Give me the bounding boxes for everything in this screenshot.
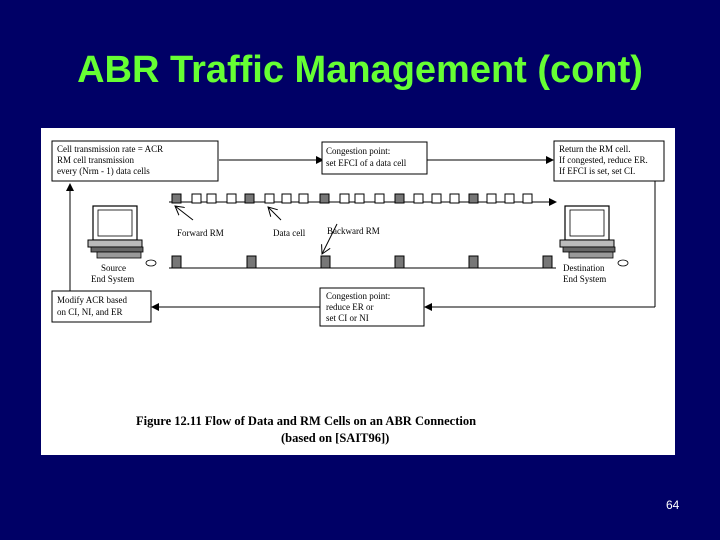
backward-rm-cell [468, 255, 479, 269]
figure-caption-line-2: (based on [SAIT96]) [281, 431, 389, 445]
data-cell-pointer [268, 207, 282, 221]
congestion-bottom-line-2: reduce ER or [326, 302, 373, 312]
data-cell [354, 193, 365, 204]
source-label-line-1: Source [101, 263, 126, 273]
destination-computer-icon [559, 205, 629, 267]
destination-label-line-1: Destination [563, 263, 605, 273]
backward-rm-label: Backward RM [327, 226, 380, 236]
rm-cell [394, 193, 405, 204]
congestion-bottom-line-1: Congestion point: [326, 291, 390, 301]
data-cell [264, 193, 275, 204]
rm-cell [244, 193, 255, 204]
data-cell [281, 193, 292, 204]
data-cell [431, 193, 442, 204]
figure-panel: Cell transmission rate = ACR RM cell tra… [41, 128, 675, 455]
backward-rm-cell [246, 255, 257, 269]
destination-label-line-2: End System [563, 274, 606, 284]
data-cell-label: Data cell [273, 228, 306, 238]
figure-caption-line-1: Figure 12.11 Flow of Data and RM Cells o… [136, 414, 476, 428]
rm-cell [468, 193, 479, 204]
source-computer-icon [87, 205, 157, 267]
slide-title: ABR Traffic Management (cont) [77, 49, 643, 91]
backward-rm-cell [171, 255, 182, 269]
rm-cell [171, 193, 182, 204]
data-cell [298, 193, 309, 204]
data-cell [374, 193, 385, 204]
source-rate-box: Cell transmission rate = ACR RM cell tra… [51, 140, 219, 182]
destination-line-1: Return the RM cell. [559, 144, 631, 154]
congestion-top-line-1: Congestion point: [326, 146, 390, 156]
upper-cell-stream [171, 193, 533, 204]
backward-rm-cell [542, 255, 553, 269]
backward-rm-cell [320, 255, 331, 269]
data-cell [339, 193, 350, 204]
data-cell [449, 193, 460, 204]
destination-return-box: Return the RM cell. If congested, reduce… [553, 140, 665, 182]
data-cell [226, 193, 237, 204]
forward-rm-label: Forward RM [177, 228, 224, 238]
lower-cell-stream [171, 255, 553, 269]
data-cell [191, 193, 202, 204]
congestion-top-line-2: set EFCI of a data cell [326, 158, 407, 168]
modify-acr-line-1: Modify ACR based [57, 295, 128, 305]
source-label-line-2: End System [91, 274, 134, 284]
destination-line-2: If congested, reduce ER. [559, 155, 648, 165]
rm-cell [319, 193, 330, 204]
modify-acr-line-2: on CI, NI, and ER [57, 307, 123, 317]
congestion-point-bottom-box: Congestion point: reduce ER or set CI or… [319, 287, 425, 327]
source-rate-line-3: every (Nrm - 1) data cells [57, 166, 150, 176]
data-cell [504, 193, 515, 204]
forward-rm-pointer [175, 206, 194, 221]
data-cell [522, 193, 533, 204]
data-cell [486, 193, 497, 204]
congestion-point-top-box: Congestion point: set EFCI of a data cel… [321, 141, 428, 175]
backward-rm-cell [394, 255, 405, 269]
source-rate-line-2: RM cell transmission [57, 155, 134, 165]
backward-rm-pointer [322, 223, 338, 254]
abr-flow-diagram: Cell transmission rate = ACR RM cell tra… [51, 140, 665, 445]
destination-line-3: If EFCI is set, set CI. [559, 166, 635, 176]
data-cell [206, 193, 217, 204]
data-cell [413, 193, 424, 204]
modify-acr-box: Modify ACR based on CI, NI, and ER [51, 290, 152, 323]
source-rate-line-1: Cell transmission rate = ACR [57, 144, 163, 154]
congestion-bottom-line-3: set CI or NI [326, 313, 369, 323]
page-number: 64 [666, 498, 680, 512]
